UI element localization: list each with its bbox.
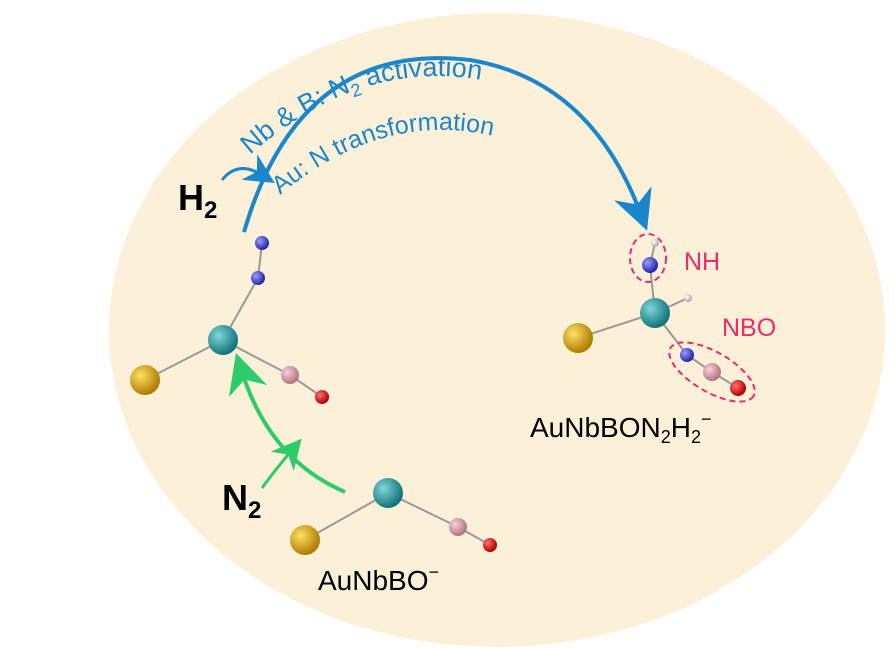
o-atom <box>730 380 746 396</box>
reactant-label: AuNbBO− <box>318 562 439 596</box>
nh-highlight <box>629 233 667 283</box>
reaction-arc-arrow <box>242 56 652 233</box>
n2-label: N2 <box>222 477 261 524</box>
h2-arrow <box>220 154 275 183</box>
nbo-label: NBO <box>722 314 776 342</box>
product-label: AuNbBON2H2− <box>530 409 712 447</box>
h-atom <box>651 239 659 247</box>
o-atom <box>315 390 329 404</box>
au-atom <box>563 323 593 353</box>
b-atom <box>449 518 467 536</box>
n-atom <box>680 348 694 362</box>
n2-arrow <box>260 438 302 489</box>
au-atom <box>290 525 320 555</box>
b-atom <box>281 366 299 384</box>
background-ellipse <box>109 13 885 647</box>
nb-atom <box>373 478 403 508</box>
nh-label: NH <box>684 248 720 276</box>
nb-atom <box>208 325 238 355</box>
n-atom <box>642 257 658 273</box>
au-atom <box>130 365 160 395</box>
h-atom <box>684 294 692 302</box>
nbo-highlight <box>668 341 756 403</box>
h2-label: H2 <box>178 177 217 224</box>
n-atom <box>255 236 269 250</box>
o-atom <box>483 538 497 552</box>
n-atom <box>251 271 265 285</box>
b-atom <box>703 363 721 381</box>
nb-atom <box>640 298 670 328</box>
